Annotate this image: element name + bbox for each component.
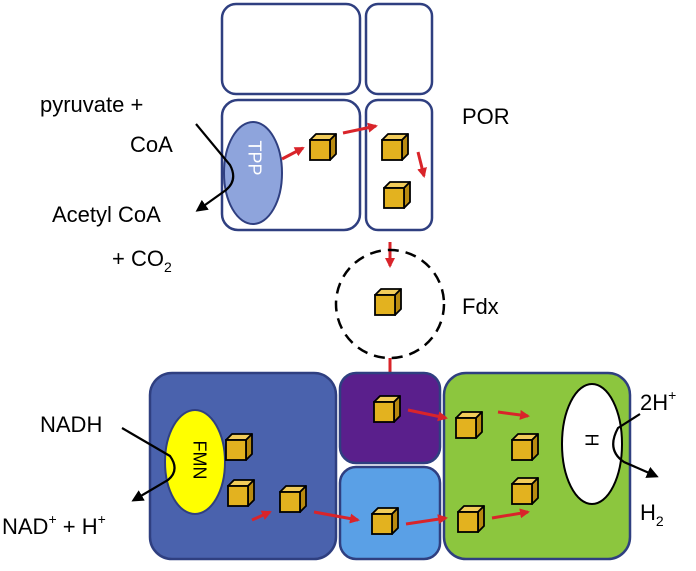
- h-arrow-6: [491, 508, 530, 520]
- catalytic-cluster-d: [457, 505, 485, 533]
- nadh-domain-cluster-c: [279, 485, 307, 513]
- acetyl-coa-label: Acetyl CoA: [52, 202, 161, 227]
- catalytic-cluster-c: [511, 477, 539, 505]
- light-blue-domain-cluster: [371, 507, 399, 535]
- ferredoxin-circle: [334, 248, 446, 360]
- h-arrow-3: [407, 408, 448, 422]
- por-bottom-right-domain: [364, 98, 434, 232]
- h-arrow-1: [251, 510, 272, 522]
- por-cluster-c: [383, 181, 411, 209]
- por-label: POR: [462, 104, 510, 129]
- h-cluster-label: H: [581, 434, 601, 447]
- nadh-domain-cluster-a: [225, 433, 253, 461]
- nadh-domain-cluster-b: [227, 479, 255, 507]
- proton-label: 2H+: [640, 387, 676, 415]
- fdx-cluster: [374, 288, 402, 316]
- nad-label: NAD+ + H+: [2, 511, 106, 539]
- fmn-cofactor: [164, 409, 226, 515]
- por-cluster-b: [381, 133, 409, 161]
- por-top-left-domain: [220, 2, 362, 96]
- pyruvate-conversion-arrow: [195, 123, 235, 212]
- tpp-to-cluster-arrow: [281, 146, 305, 161]
- por-cluster-ab-arrow: [342, 122, 378, 135]
- pyruvate-label: pyruvate +: [40, 92, 143, 117]
- por-top-right-domain: [364, 2, 434, 96]
- fdx-label: Fdx: [462, 294, 499, 319]
- nadh-label: NADH: [40, 412, 102, 437]
- tpp-cofactor: [223, 121, 283, 225]
- h-cluster: [561, 383, 623, 505]
- purple-domain-cluster: [373, 395, 401, 423]
- h-arrow-4: [497, 409, 530, 420]
- h2-label: H2: [640, 500, 664, 529]
- h-arrow-2: [313, 510, 360, 524]
- coa-label: CoA: [130, 132, 173, 157]
- tpp-label: TPP: [244, 140, 264, 175]
- fmn-label: FMN: [189, 441, 209, 480]
- catalytic-cluster-b: [511, 433, 539, 461]
- catalytic-cluster-a: [455, 411, 483, 439]
- por-cluster-a: [309, 133, 337, 161]
- nadh-oxidation-arrow: [121, 427, 176, 502]
- h-arrow-5: [405, 514, 448, 526]
- por-cluster-bc-arrow: [416, 151, 427, 178]
- co2-label: + CO2: [112, 246, 172, 275]
- proton-reduction-arrow: [612, 413, 659, 478]
